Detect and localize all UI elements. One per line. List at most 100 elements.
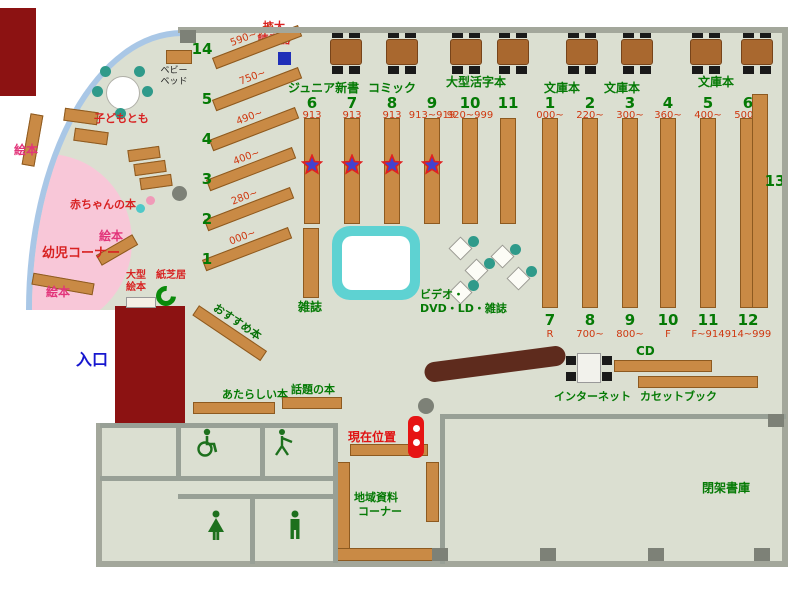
av-chair [484,258,495,269]
chair [388,30,399,38]
section-label-comic: コミック [368,81,417,95]
chair [516,66,527,74]
wall-right [782,27,788,567]
reading-table [386,30,418,74]
infant-corner-label: 幼児コーナー [42,246,121,261]
chair [602,356,612,365]
wall-closed-stacks [440,414,786,419]
shelf-number: 9 [426,94,438,112]
wall-restrooms [100,423,338,428]
table-top [386,39,418,65]
kids-chair [92,86,103,97]
wall-restrooms [100,476,338,481]
kids-stool-pink [146,196,155,205]
bookshelf-b1 [542,118,558,308]
section-label-large-print: 大型活字本 [446,75,507,89]
shelf-number: 1 [544,94,556,112]
picture-books-label: 絵本 [46,285,71,299]
reading-table [497,30,529,74]
bookshelf-a10 [462,118,478,224]
shelf-number: 5 [201,90,213,108]
kamishibai-label: 紙芝居 [156,270,186,281]
wall-top [178,27,788,33]
shelf-range: 500~ [734,110,762,121]
section-label-bunko: 文庫本 [698,75,735,89]
entrance-block [115,306,185,428]
chair [640,66,651,74]
chair [640,30,651,38]
shelf-range: 913 [382,110,402,121]
kids-chair [100,66,111,77]
shelf-range: 700~ [576,329,604,340]
table-top [566,39,598,65]
picture-books-label: 絵本 [99,229,124,243]
bookshelf-b4 [660,118,676,308]
shelf-range: R [546,329,554,340]
av-chair [510,244,521,255]
av-chair [468,236,479,247]
shelf-number: 4 [201,130,213,148]
chair [452,66,463,74]
shelf-number: 3 [624,94,636,112]
chair [760,30,771,38]
topic-books-shelf [282,397,342,409]
chair [568,66,579,74]
column-pillar [172,186,187,201]
reading-table [450,30,482,74]
pillar [754,548,770,561]
shelf-range: 914~999 [724,329,772,340]
shelf-range: 913 [342,110,362,121]
reading-table [621,30,653,74]
new-books-label: あたらしい本 [222,388,288,401]
bookshelf-b2 [582,118,598,308]
kids-chair [115,108,126,119]
magnifier-reader-device [278,52,291,65]
shelf-number: 7 [544,311,556,329]
shelf-number: 8 [386,94,398,112]
bookshelf-b5 [700,118,716,308]
wall-restrooms [176,423,181,480]
local-corner-label-line2: コーナー [358,505,402,518]
shelf-number: 2 [584,94,596,112]
shelf-range: 400~ [694,110,722,121]
wall-restrooms [250,494,255,564]
shelf-number: 10 [657,311,679,329]
chair [469,30,480,38]
shelf-number: 14 [191,40,213,58]
shelf-range: 300~ [616,110,644,121]
column-pillar [418,398,434,414]
bookshelf-a11 [500,118,516,224]
reading-table [330,30,362,74]
wall-restrooms [260,423,265,480]
shelf-range: 913~919 [408,110,456,121]
chair [349,30,360,38]
av-chair [526,266,537,277]
shelf-number: 2 [201,210,213,228]
man-icon [284,510,306,546]
av-label-line1: ビデオ・ [420,288,464,301]
chair [499,30,510,38]
magazine-display-inner [342,236,410,290]
wall-left-lower [96,423,102,567]
bookshelf-a9 [424,118,440,224]
picture-books-label: 絵本 [14,143,39,157]
large-picture-books-shelf [126,297,156,308]
exterior-block [0,8,36,96]
pillar [432,548,448,561]
chair [743,66,754,74]
chair [743,30,754,38]
large-picture-books-label: 大型絵本 [126,270,146,293]
baby-room-icon [272,428,298,462]
kodomo-tomo-label: 子どもとも [94,112,149,125]
wall-closed-stacks [440,414,445,564]
chair [602,372,612,381]
baby-bed [166,50,192,64]
baby-books-label: 赤ちゃんの本 [70,198,136,211]
cassette-label: カセットブック [640,390,717,403]
shelf-range: 913 [302,110,322,121]
table-top [621,39,653,65]
chair [349,66,360,74]
reading-table [741,30,773,74]
kids-chair [134,66,145,77]
